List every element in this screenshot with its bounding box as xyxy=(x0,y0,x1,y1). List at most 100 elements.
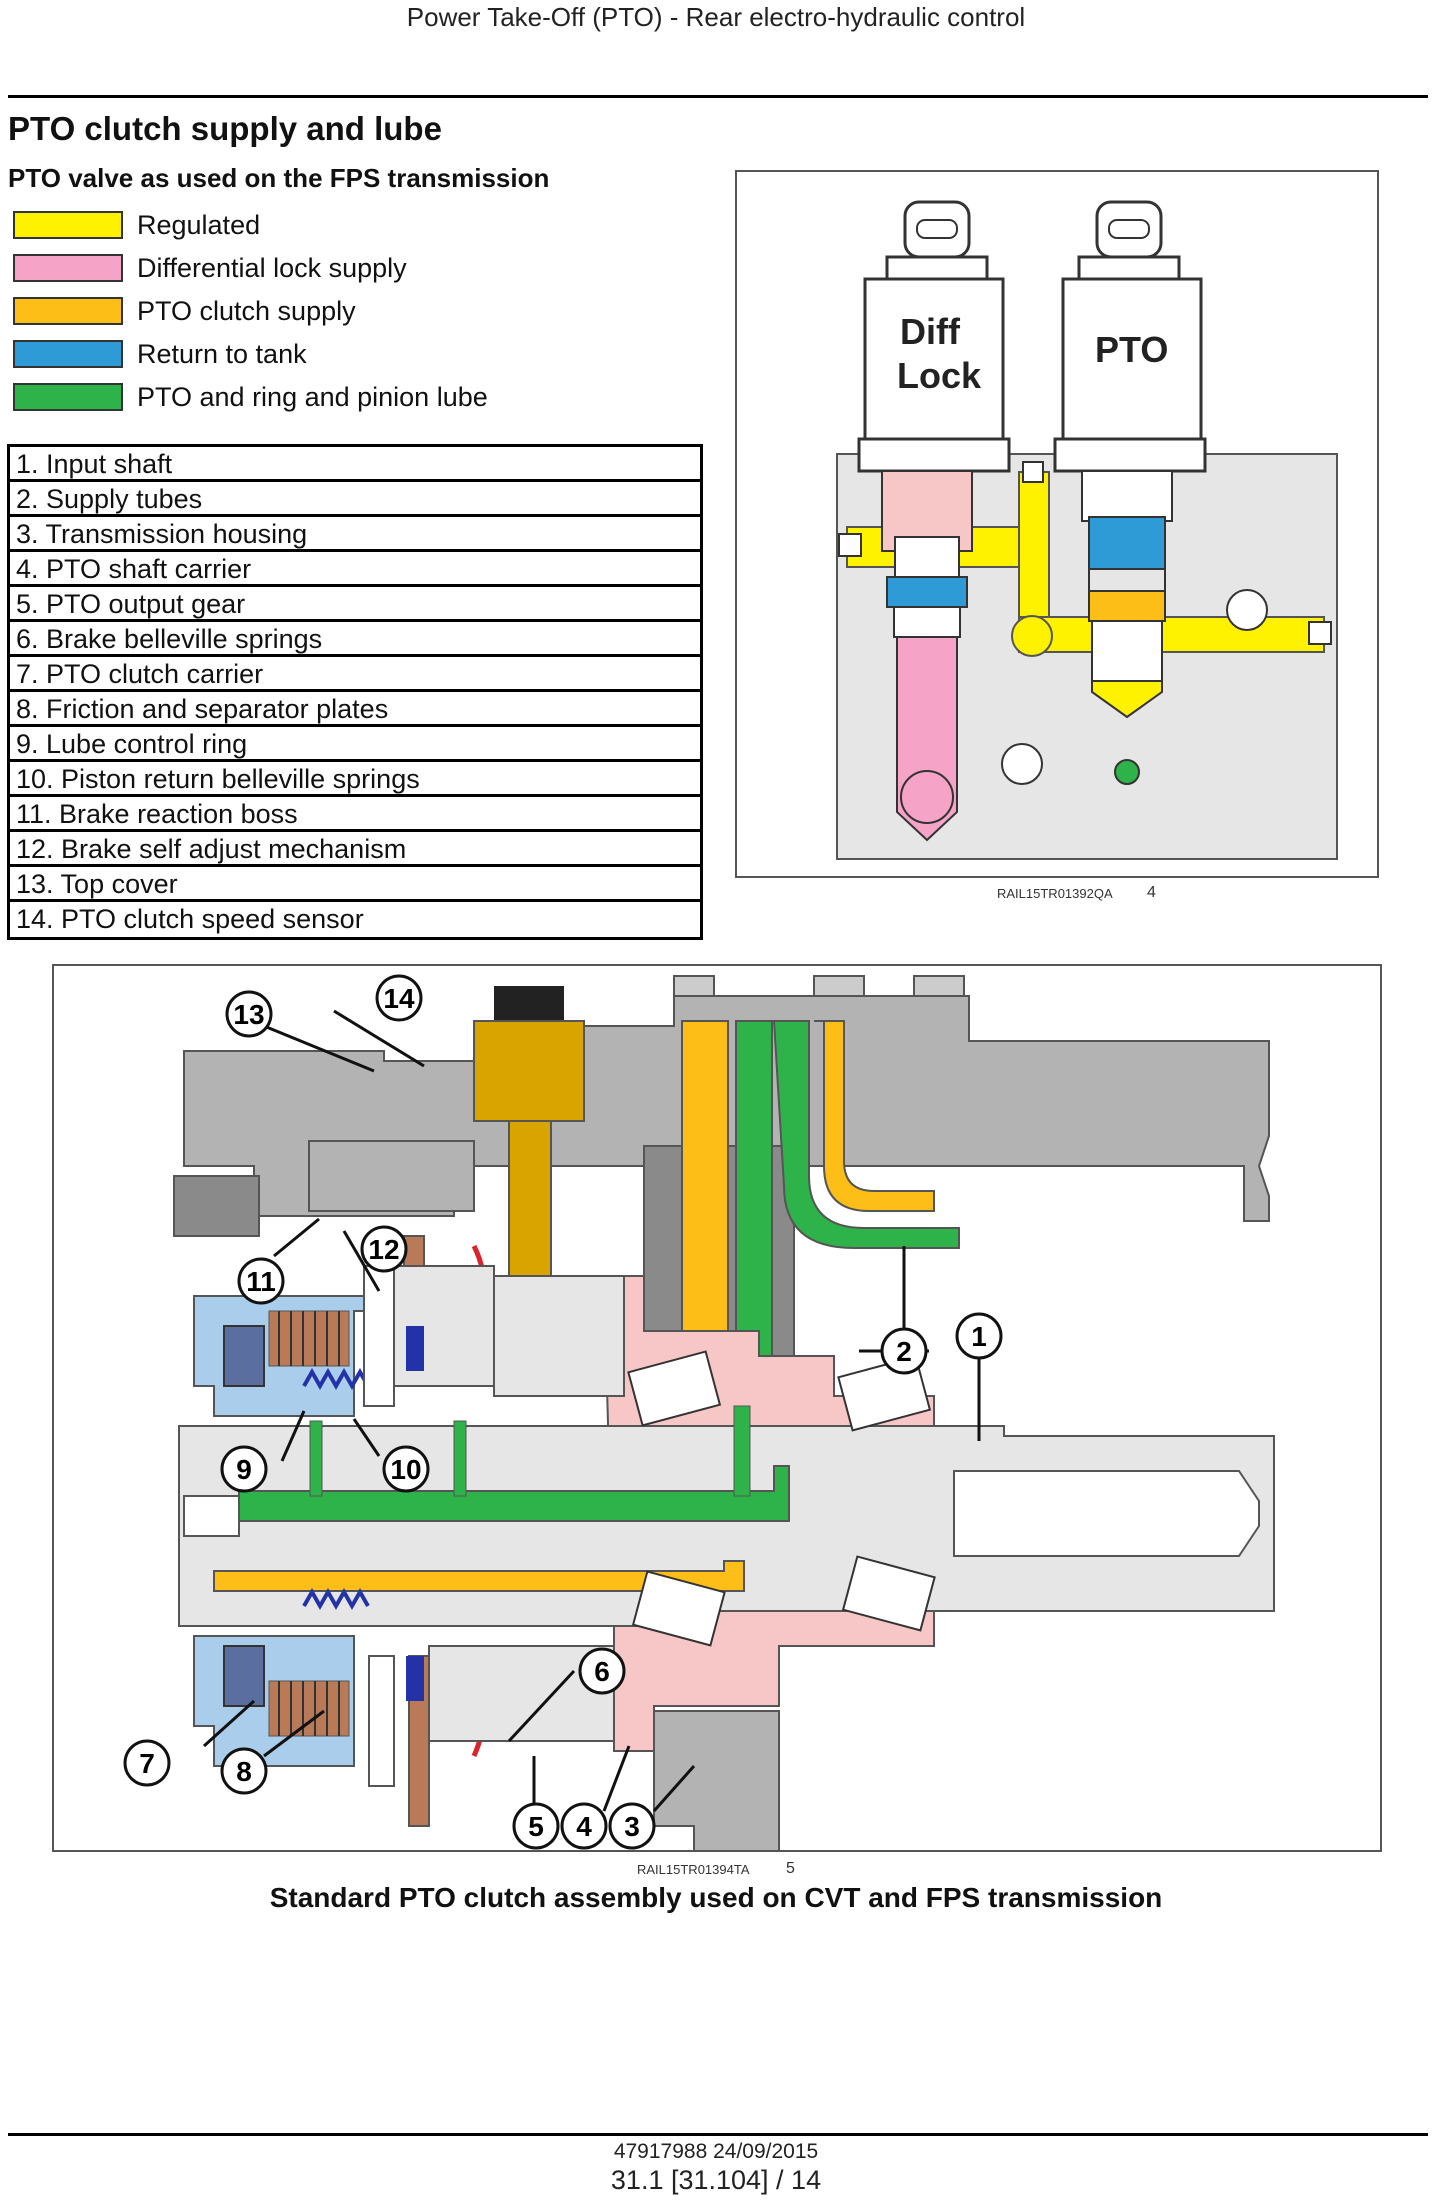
svg-text:10: 10 xyxy=(390,1454,421,1485)
svg-text:8: 8 xyxy=(236,1756,252,1787)
diff-lock-return xyxy=(886,576,968,608)
connector-slot xyxy=(916,219,958,239)
bolt-head xyxy=(673,975,715,997)
solenoid-flange xyxy=(1053,437,1207,473)
supply-tube-lube-bend xyxy=(772,1020,960,1249)
parts-table: 1. Input shaft 2. Supply tubes 3. Transm… xyxy=(7,444,703,940)
spool-land xyxy=(894,536,960,578)
svg-text:11: 11 xyxy=(246,1266,276,1297)
footer-rule xyxy=(8,2133,1428,2136)
callout-1: 1 xyxy=(955,1312,1003,1360)
lube-drilling xyxy=(733,1405,751,1497)
callout-2: 2 xyxy=(880,1327,928,1375)
running-header: Power Take-Off (PTO) - Rear electro-hydr… xyxy=(406,2,1026,32)
return-springs-upper xyxy=(302,1367,370,1391)
legend-label: Regulated xyxy=(137,209,261,240)
diff-lock-solenoid xyxy=(863,277,1005,471)
spool-land xyxy=(1088,568,1166,592)
plug-left xyxy=(838,533,862,557)
plug-right xyxy=(1308,621,1332,645)
supply-tube-pto xyxy=(681,1020,729,1392)
svg-text:12: 12 xyxy=(368,1234,399,1265)
bearing xyxy=(837,1355,932,1432)
callout-3: 3 xyxy=(608,1802,656,1850)
friction-plates-upper xyxy=(268,1310,350,1367)
port-white-left xyxy=(1001,743,1043,785)
legend-label: Differential lock supply xyxy=(137,252,407,283)
pto-solenoid xyxy=(1061,277,1203,471)
supply-tube-pto-bend xyxy=(814,1020,935,1212)
legend-swatch-return-to-tank xyxy=(13,340,123,368)
plug-top xyxy=(1022,461,1044,483)
sub-title: PTO valve as used on the FPS transmissio… xyxy=(8,163,550,193)
callout-12: 12 xyxy=(360,1225,408,1273)
pto-return xyxy=(1088,516,1166,570)
part-row: 9. Lube control ring xyxy=(10,727,700,762)
connector-slot xyxy=(1108,219,1150,239)
figure5-caption: Standard PTO clutch assembly used on CVT… xyxy=(269,1882,1163,1913)
pto-clutch-supply-passage xyxy=(213,1560,745,1592)
housing-boss xyxy=(173,1175,260,1237)
part-row: 13. Top cover xyxy=(10,867,700,902)
input-shaft-spline xyxy=(953,1470,1260,1557)
part-row: 1. Input shaft xyxy=(10,447,700,482)
svg-text:7: 7 xyxy=(139,1748,155,1779)
svg-text:6: 6 xyxy=(594,1656,610,1687)
speed-sensor-body xyxy=(473,1020,585,1122)
callout-6: 6 xyxy=(578,1647,626,1695)
legend-swatch-pto-clutch-supply xyxy=(13,297,123,325)
bolt-head xyxy=(813,975,865,997)
callout-4: 4 xyxy=(560,1802,608,1850)
spool-spring xyxy=(1091,620,1163,682)
brake-plate-lower xyxy=(368,1655,395,1787)
pto-clutch-assembly-figure: 13 14 12 11 2 1 9 10 xyxy=(52,964,1382,1852)
lube-drilling xyxy=(309,1420,323,1497)
legend-swatch-diff-lock-supply xyxy=(13,254,123,282)
regulated-passage-vertical xyxy=(1018,471,1050,638)
diff-lock-label-line2: Lock xyxy=(897,355,982,396)
part-row: 8. Friction and separator plates xyxy=(10,692,700,727)
pto-spool-tip xyxy=(1091,680,1163,719)
svg-text:9: 9 xyxy=(236,1454,252,1485)
legend-item-pto-clutch-supply: PTO clutch supply xyxy=(13,294,356,328)
bearing xyxy=(631,1570,726,1647)
self-adjust-seal xyxy=(406,1326,424,1371)
callout-7: 7 xyxy=(123,1739,171,1787)
friction-plates-lower xyxy=(268,1680,350,1737)
svg-text:1: 1 xyxy=(971,1321,987,1352)
part-row: 12. Brake self adjust mechanism xyxy=(10,832,700,867)
footer-doc-id: 47917988 24/09/2015 xyxy=(613,2140,819,2163)
svg-text:5: 5 xyxy=(528,1811,544,1842)
figure4-ref-code: RAIL15TR01392QA xyxy=(997,886,1113,901)
pto-valve-diagram: Diff Lock PTO xyxy=(836,200,1338,860)
svg-text:4: 4 xyxy=(576,1811,592,1842)
figure5-ref-code: RAIL15TR01394TA xyxy=(637,1862,750,1877)
svg-text:13: 13 xyxy=(233,999,264,1030)
legend-item-return-to-tank: Return to tank xyxy=(13,337,307,371)
connector-base xyxy=(885,255,989,281)
part-row: 6. Brake belleville springs xyxy=(10,622,700,657)
callout-14: 14 xyxy=(375,974,423,1022)
bearing xyxy=(841,1555,936,1632)
self-adjust-seal xyxy=(406,1656,424,1701)
svg-text:14: 14 xyxy=(383,983,415,1014)
svg-text:2: 2 xyxy=(896,1336,912,1367)
figure4-ref-number: 4 xyxy=(1147,884,1156,901)
figure5-ref-number: 5 xyxy=(786,1860,795,1877)
shaft-plug xyxy=(183,1495,240,1537)
lube-passage xyxy=(238,1465,790,1522)
legend-item-lube: PTO and ring and pinion lube xyxy=(13,380,488,414)
svg-text:3: 3 xyxy=(624,1811,640,1842)
bolt-head xyxy=(913,975,965,997)
callout-5: 5 xyxy=(512,1802,560,1850)
legend-label: PTO and ring and pinion lube xyxy=(137,381,488,412)
pto-valve-figure: Diff Lock PTO xyxy=(735,170,1379,878)
brake-plate-upper xyxy=(363,1265,395,1407)
part-row: 10. Piston return belleville springs xyxy=(10,762,700,797)
spool-land xyxy=(893,606,961,638)
solenoid-flange xyxy=(857,437,1011,473)
legend-label: Return to tank xyxy=(137,338,307,369)
callout-11: 11 xyxy=(237,1257,285,1305)
legend-swatch-regulated xyxy=(13,211,123,239)
diff-lock-label-line1: Diff xyxy=(900,311,961,352)
